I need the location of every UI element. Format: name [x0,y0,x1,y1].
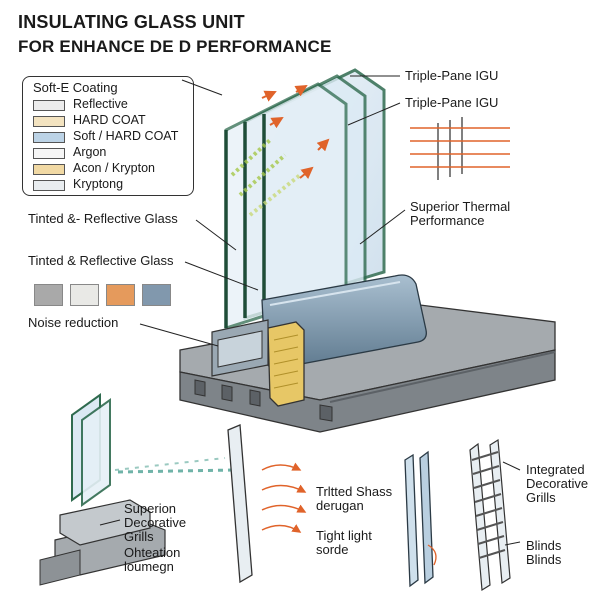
legend-label: Kryptong [73,177,124,191]
legend-swatch [33,116,65,127]
legend-label: HARD COAT [73,113,146,127]
page-title: INSULATING GLASS UNIT [18,12,245,32]
legend-title: Soft-E Coating [33,80,118,95]
double-pane-unit [404,450,437,588]
tint-swatch-blue [142,284,171,306]
tint-swatch-clear [70,284,99,306]
label-tinted-reflective-1: Tinted &- Reflective Glass [28,211,178,226]
solar-arrows [230,84,330,217]
tint-swatch-bronze [106,284,135,306]
corner-cutaway [39,393,236,586]
label-triple-pane-2: Triple-Pane IGU [405,95,499,110]
page-subtitle: FOR ENHANCE DE D PERFORMANCE [18,37,332,56]
legend-swatch [33,164,65,175]
leader-lines [139,75,406,347]
label-triple-pane-1: Triple-Pane IGU [405,68,499,83]
tinted-glass-pane [227,424,307,584]
legend-label: Argon [73,145,107,159]
label-ohteation-2: loumegn [124,559,174,574]
label-integrated-1: Integrated [526,462,585,477]
legend-swatch [33,100,65,111]
heat-flow-icon [410,117,510,180]
label-tritted-2: derugan [316,498,364,513]
label-tight-1: Tight light [316,528,372,543]
label-integrated-2: Decorative [526,476,589,491]
label-tritted-1: Trltted Shass [316,484,393,499]
legend-label: Acon / Krypton [73,161,155,175]
blinds-unit [469,438,511,592]
label-blinds-2: Blinds [526,552,562,567]
label-noise-reduction: Noise reduction [28,315,119,330]
legend-swatch [33,148,65,159]
label-tight-2: sorde [316,542,349,557]
label-superior-thermal-2: Performance [410,213,485,228]
label-superion-2: Decorative [124,515,187,530]
label-superion-1: Superion [124,501,177,516]
label-superior-thermal-1: Superior Thermal [410,199,511,214]
warm-edge-spacer [211,319,305,407]
legend-swatch [33,132,65,143]
coating-legend: Soft-E Coating Reflective HARD COAT Soft… [22,76,194,196]
bottom-leader-lines [99,461,521,546]
label-tinted-reflective-2: Tinted & Reflective Glass [28,253,174,268]
legend-label: Reflective [73,97,128,111]
label-integrated-3: Grills [526,490,556,505]
label-blinds-1: Blinds [526,538,562,553]
tint-swatch-grey [34,284,63,306]
legend-label: Soft / HARD COAT [73,129,179,143]
label-superion-3: Grills [124,529,154,544]
label-ohteation-1: Ohteation [124,545,181,560]
legend-swatch [33,180,65,191]
